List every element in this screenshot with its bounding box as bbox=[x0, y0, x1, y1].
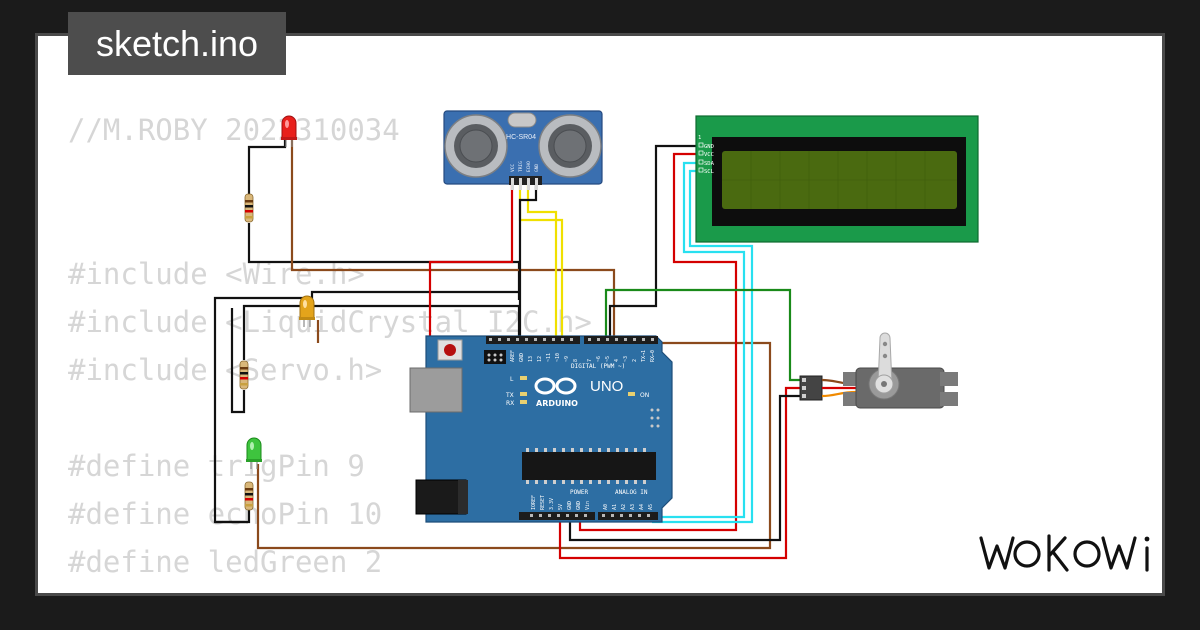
resistor-red-led[interactable] bbox=[244, 193, 254, 223]
wire-sonar-gnd bbox=[518, 185, 538, 343]
lcd-pin1-marker: 1 bbox=[698, 135, 701, 141]
pin-label-10: ~10 bbox=[555, 353, 561, 362]
wire-red-led-ground bbox=[247, 140, 287, 195]
pin-label-a4: A4 bbox=[639, 504, 645, 510]
sonar-pin-vcc: VCC bbox=[510, 164, 516, 172]
code-line: //M.ROBY 2022310034 bbox=[68, 113, 400, 147]
pin-label-9: ~9 bbox=[564, 356, 570, 362]
pin-label-8: 8 bbox=[573, 359, 579, 362]
wire-lcd-scl bbox=[652, 169, 754, 524]
lcd-pin-vcc: VCC bbox=[704, 152, 714, 158]
lcd-pin-gnd: GND bbox=[704, 144, 714, 150]
pin-label-6: ~6 bbox=[596, 356, 602, 362]
pin-label-4: 4 bbox=[614, 359, 620, 362]
pin-label-12: 12 bbox=[537, 356, 543, 362]
atmega-chip bbox=[522, 452, 656, 480]
lcd-pin-sda: SDA bbox=[704, 161, 715, 167]
code-line: #define echoPin 10 bbox=[68, 497, 383, 531]
pin-label-a5: A5 bbox=[648, 504, 654, 510]
wire-green-led-ground bbox=[215, 510, 251, 524]
reset-button[interactable] bbox=[437, 339, 463, 361]
resistor-yellow-led[interactable] bbox=[239, 360, 249, 390]
pin-label-reset: RESET bbox=[540, 495, 546, 510]
arduino-uno-board[interactable]: AREF GND 13 12 ~11 ~10 ~9 8 7 ~6 ~5 4 ~3… bbox=[409, 335, 673, 523]
pin-label-vin: Vin bbox=[585, 501, 591, 510]
led-label-on: ON bbox=[640, 392, 649, 399]
code-line: #include <LiquidCrystal_I2C.h> bbox=[68, 305, 592, 339]
pin-label-a0: A0 bbox=[603, 504, 609, 510]
pin-label-1: TX→1 bbox=[641, 350, 647, 362]
pin-label-5: ~5 bbox=[605, 356, 611, 362]
pin-label-0: RX←0 bbox=[650, 350, 656, 362]
pin-label-a1: A1 bbox=[612, 504, 618, 510]
pin-label-3v3: 3.3V bbox=[549, 498, 555, 510]
wires bbox=[213, 140, 800, 560]
wire-sonar-echo bbox=[526, 185, 558, 343]
sonar-pin-gnd: GND bbox=[534, 164, 540, 172]
led-red[interactable] bbox=[281, 115, 297, 147]
wire-green-led-signal bbox=[256, 341, 772, 550]
wokwi-logo bbox=[979, 534, 1150, 572]
sonar-model-label: HC-SR04 bbox=[506, 134, 536, 141]
pin-label-ioref: IOREF bbox=[531, 495, 537, 510]
code-line: #define ledGreen 2 bbox=[68, 545, 383, 579]
wire-lcd-sda bbox=[660, 161, 746, 519]
analog-section-label: ANALOG IN bbox=[615, 489, 648, 496]
wire-servo-gnd bbox=[568, 394, 800, 542]
pin-label-2: 2 bbox=[632, 359, 638, 362]
pin-label-7: 7 bbox=[587, 359, 593, 362]
digital-header bbox=[486, 336, 580, 344]
led-green[interactable] bbox=[246, 437, 262, 469]
code-editor: //M.ROBY 2022310034#include <Wire.h>#inc… bbox=[68, 106, 592, 593]
lcd-display[interactable]: 1 GND VCC SDA SCL bbox=[695, 115, 979, 243]
digital-section-label: DIGITAL (PWM ~) bbox=[571, 363, 625, 370]
led-yellow[interactable] bbox=[299, 295, 315, 327]
led-label-tx: TX bbox=[505, 392, 514, 399]
led-label-l: L bbox=[510, 376, 514, 383]
sonar-pin-trig: TRIG bbox=[518, 161, 524, 172]
pin-label-13: 13 bbox=[528, 356, 534, 362]
code-line: #define trigPin 9 bbox=[68, 449, 365, 483]
board-model-label: UNO bbox=[590, 378, 623, 395]
wire-servo-signal bbox=[604, 288, 800, 382]
pin-label-aref: AREF bbox=[510, 350, 516, 362]
usb-port bbox=[409, 367, 463, 413]
pin-label-gnd2: GND bbox=[576, 501, 582, 510]
file-title: sketch.ino bbox=[68, 12, 286, 75]
pin-label-5v: 5V bbox=[558, 504, 564, 510]
pin-label-a3: A3 bbox=[630, 504, 636, 510]
power-jack bbox=[415, 479, 467, 515]
pin-label-3: ~3 bbox=[623, 356, 629, 362]
power-section-label: POWER bbox=[570, 489, 588, 496]
wire-yellow-led-signal bbox=[310, 290, 519, 304]
wire-lcd-gnd bbox=[608, 144, 699, 343]
code-line: #include <Servo.h> bbox=[68, 353, 383, 387]
analog-header bbox=[598, 512, 658, 520]
led-label-rx: RX bbox=[506, 400, 514, 407]
pin-label-11: ~11 bbox=[546, 353, 552, 362]
wire-yellow-res-bot bbox=[230, 308, 246, 414]
board-brand-label: ARDUINO bbox=[536, 399, 578, 408]
resistor-green-led[interactable] bbox=[244, 481, 254, 511]
wire-servo-vcc bbox=[558, 386, 800, 560]
arduino-logo-icon bbox=[534, 377, 577, 395]
wire-lcd-vcc bbox=[578, 152, 738, 532]
sonar-pin-echo: ECHO bbox=[526, 161, 532, 172]
servo-motor[interactable] bbox=[799, 332, 958, 409]
lcd-pin-scl: SCL bbox=[704, 169, 715, 175]
pin-label-a2: A2 bbox=[621, 504, 627, 510]
pin-label-gnd1: GND bbox=[567, 501, 573, 510]
ultrasonic-sensor[interactable]: HC-SR04 VCC TRIG ECHO GND bbox=[443, 110, 603, 190]
pin-label-gnd: GND bbox=[519, 353, 525, 362]
